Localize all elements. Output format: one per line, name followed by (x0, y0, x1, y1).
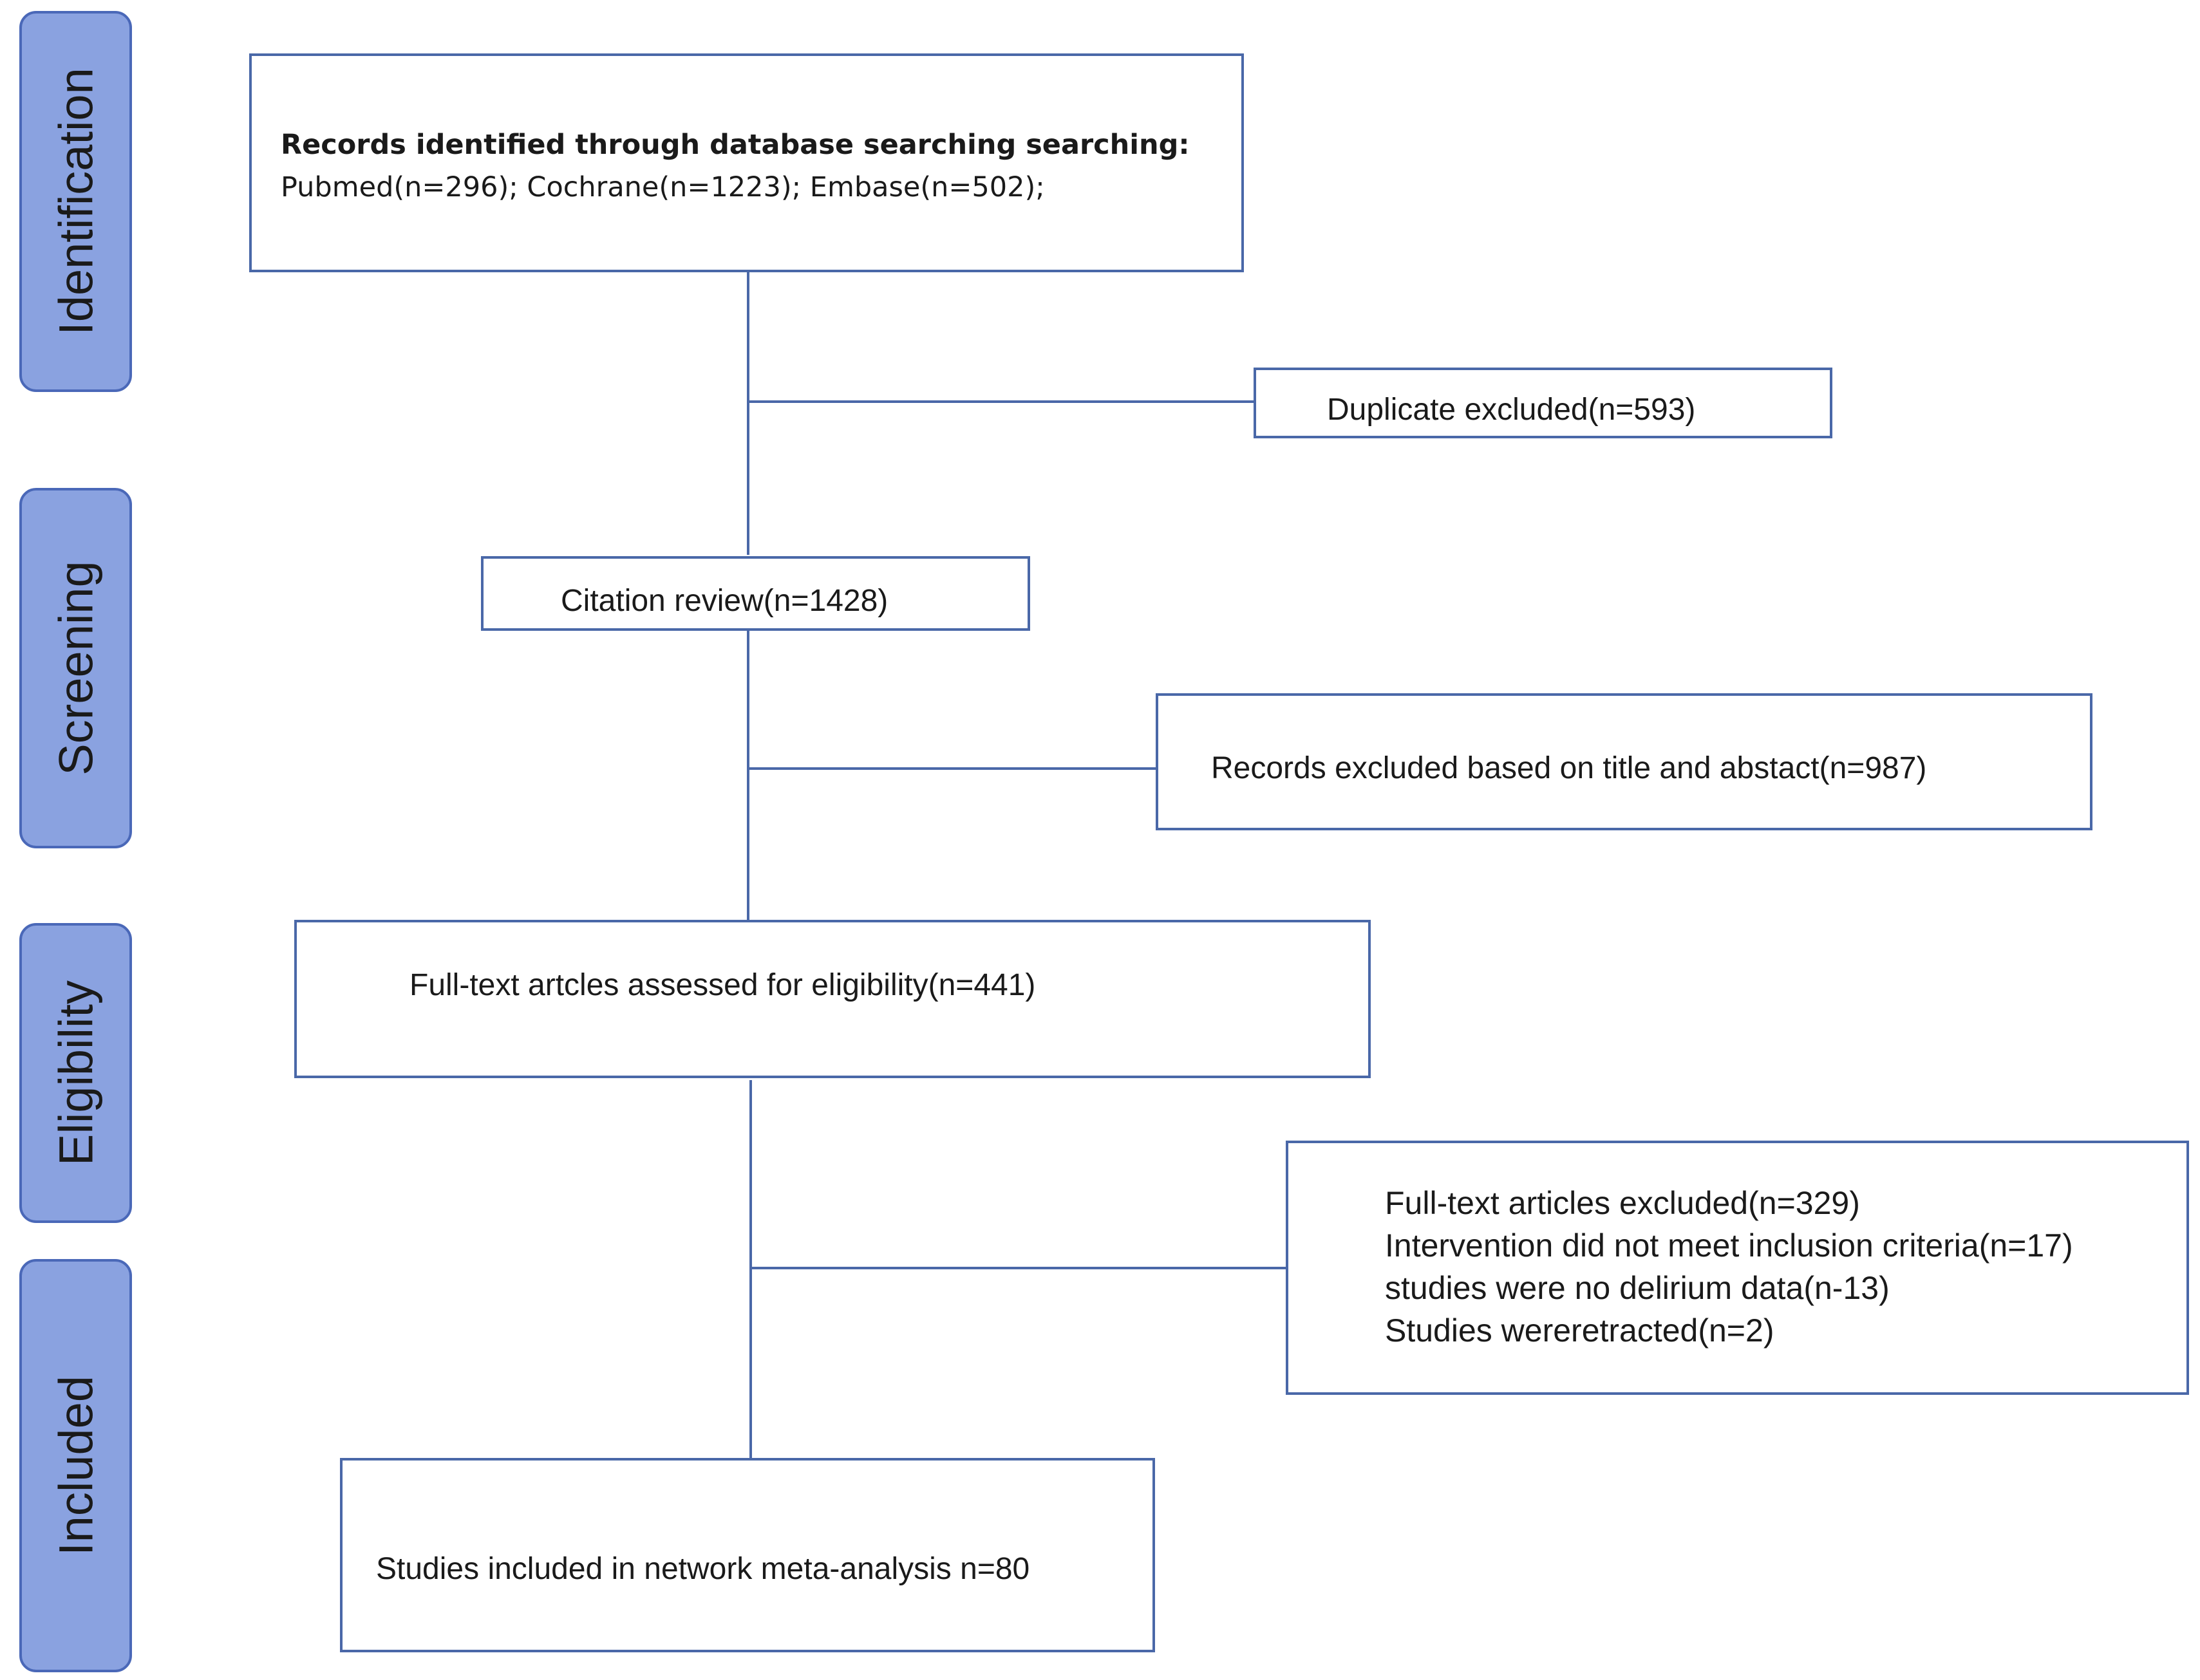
connector-to-records-excluded (747, 767, 1158, 770)
records-excluded-box: Records excluded based on title and abst… (1156, 693, 2092, 830)
citation-review-box: Citation review(n=1428) (481, 556, 1030, 631)
connector-identification-to-citation (747, 270, 749, 555)
connector-citation-to-fulltext (747, 628, 749, 922)
records-identified-detail: Pubmed(n=296); Cochrane(n=1223); Embase(… (281, 171, 1045, 203)
connector-fulltext-to-included (749, 1080, 752, 1460)
fulltext-assessed-text: Full-text artcles assessed for eligibili… (409, 968, 1036, 1002)
stage-identification: Identification (19, 11, 132, 392)
stage-screening: Screening (19, 488, 132, 848)
records-identified-heading: Records identified through database sear… (281, 129, 1190, 161)
records-identified-box: Records identified through database sear… (249, 53, 1244, 272)
fulltext-excluded-line-4: Studies wereretracted(n=2) (1385, 1312, 1774, 1349)
stage-identification-label: Identification (49, 68, 102, 335)
studies-included-box: Studies included in network meta-analysi… (340, 1458, 1155, 1652)
connector-to-duplicate (747, 400, 1255, 403)
stage-eligibility-label: Eligibility (49, 980, 102, 1166)
stage-included-label: Included (49, 1376, 102, 1556)
fulltext-excluded-box: Full-text articles excluded(n=329) Inter… (1286, 1141, 2189, 1395)
connector-to-fulltext-excluded (749, 1267, 1288, 1269)
fulltext-excluded-line-2: Intervention did not meet inclusion crit… (1385, 1227, 2073, 1264)
duplicate-excluded-box: Duplicate excluded(n=593) (1254, 368, 1832, 438)
stage-included: Included (19, 1259, 132, 1672)
citation-review-text: Citation review(n=1428) (561, 584, 888, 618)
records-excluded-text: Records excluded based on title and abst… (1211, 751, 1927, 785)
duplicate-excluded-text: Duplicate excluded(n=593) (1327, 393, 1696, 427)
fulltext-excluded-list: Full-text articles excluded(n=329) Inter… (1385, 1182, 2073, 1352)
studies-included-text: Studies included in network meta-analysi… (376, 1552, 1030, 1586)
stage-screening-label: Screening (49, 561, 102, 776)
stage-eligibility: Eligibility (19, 923, 132, 1223)
fulltext-excluded-line-1: Full-text articles excluded(n=329) (1385, 1185, 1860, 1221)
fulltext-excluded-line-3: studies were no delirium data(n-13) (1385, 1270, 1890, 1306)
fulltext-assessed-box: Full-text artcles assessed for eligibili… (294, 920, 1371, 1078)
